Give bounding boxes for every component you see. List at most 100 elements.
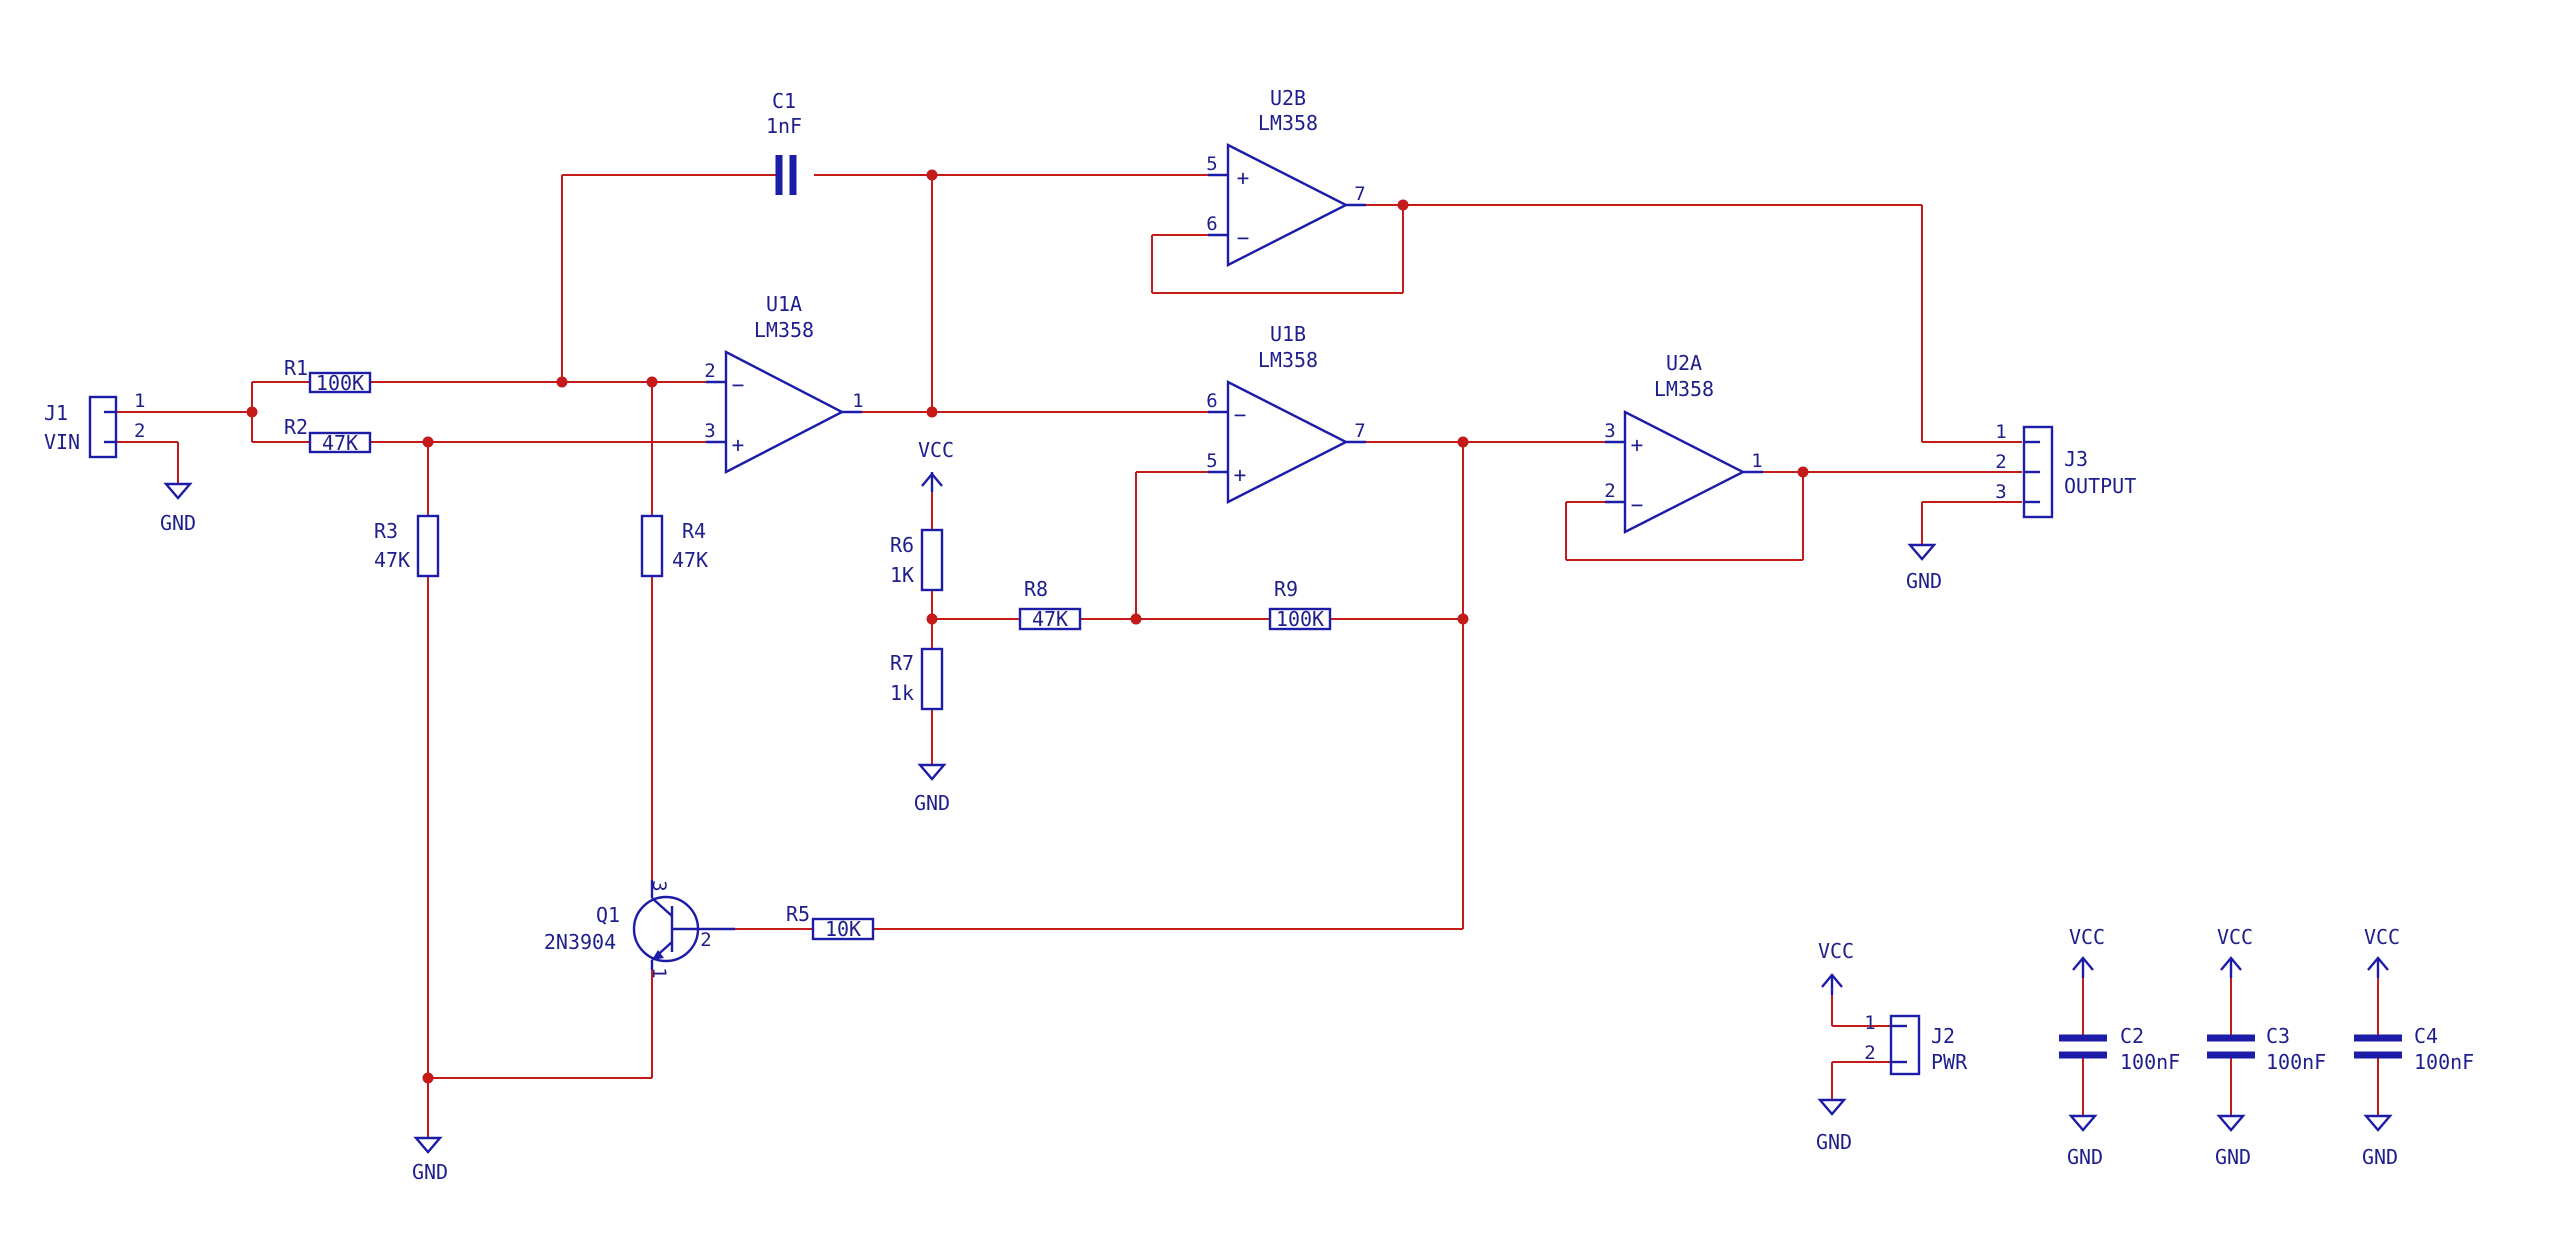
- component-value: 47K: [672, 548, 708, 572]
- gnd-symbol-j3: GND: [1906, 543, 1942, 593]
- component-value: 10K: [825, 917, 861, 941]
- vcc-symbol-r6: VCC: [918, 438, 954, 492]
- minus-sign: −: [1237, 226, 1250, 250]
- pin-number: 3: [704, 420, 715, 442]
- component-ref: J1: [44, 401, 68, 425]
- opamp-u2b[interactable]: + − 5 6 7 U2B LM358: [1206, 86, 1366, 267]
- resistor-r3[interactable]: R3 47K: [374, 514, 440, 578]
- component-value: 1nF: [766, 114, 802, 138]
- component-ref: C4: [2414, 1024, 2438, 1048]
- component-ref: C1: [772, 89, 796, 113]
- component-ref: U1A: [766, 292, 802, 316]
- pin-number: 3: [648, 880, 670, 891]
- resistor-r7[interactable]: R7 1k: [890, 647, 944, 711]
- gnd-symbol-j1: GND: [160, 482, 196, 535]
- pin-number: 5: [1206, 450, 1217, 472]
- component-value: 100K: [316, 371, 364, 395]
- component-ref: R3: [374, 519, 398, 543]
- component-value: 100K: [1276, 607, 1324, 631]
- junction-dot: [1797, 466, 1809, 478]
- plus-sign: +: [1234, 463, 1247, 487]
- minus-sign: −: [732, 373, 745, 397]
- plus-sign: +: [732, 433, 745, 457]
- junction-dot: [646, 376, 658, 388]
- pin-number: 2: [700, 929, 711, 951]
- connector-j3[interactable]: 1 2 3 J3 OUTPUT: [1995, 421, 2136, 519]
- pin-number: 1: [852, 390, 863, 412]
- component-ref: R2: [284, 415, 308, 439]
- capacitor-c1[interactable]: C1 1nF: [765, 89, 825, 195]
- vcc-symbol-c4: VCC: [2364, 925, 2400, 978]
- component-ref: U1B: [1270, 322, 1306, 346]
- pin-number: 7: [1354, 183, 1365, 205]
- net-label-gnd: GND: [1906, 569, 1942, 593]
- resistor-r8[interactable]: 47K R8: [1018, 577, 1082, 631]
- component-ref: Q1: [596, 903, 620, 927]
- pin-number: 6: [1206, 213, 1217, 235]
- component-value: 47K: [322, 431, 358, 455]
- net-label-vcc: VCC: [2069, 925, 2105, 949]
- junction-dot: [1457, 436, 1469, 448]
- gnd-symbol-c4: GND: [2362, 1114, 2398, 1169]
- pin-number: 2: [134, 420, 145, 442]
- capacitor-c3[interactable]: C3 100nF: [2207, 1024, 2326, 1074]
- vcc-symbol-c3: VCC: [2217, 925, 2253, 978]
- gnd-symbol-r3: GND: [412, 1136, 448, 1184]
- component-value: LM358: [754, 318, 814, 342]
- resistor-r9[interactable]: 100K R9: [1268, 577, 1332, 631]
- pin-number: 7: [1354, 420, 1365, 442]
- component-ref: C2: [2120, 1024, 2144, 1048]
- component-ref: U2B: [1270, 86, 1306, 110]
- net-label-gnd: GND: [2362, 1145, 2398, 1169]
- minus-sign: −: [1631, 493, 1644, 517]
- net-label-gnd: GND: [1816, 1130, 1852, 1154]
- component-value: 1K: [890, 563, 914, 587]
- component-ref: R5: [786, 902, 810, 926]
- capacitor-c2[interactable]: C2 100nF: [2059, 1024, 2180, 1074]
- component-value: 100nF: [2266, 1050, 2326, 1074]
- junction-dot: [422, 436, 434, 448]
- component-ref: R1: [284, 356, 308, 380]
- component-value: 47K: [374, 548, 410, 572]
- resistor-r5[interactable]: 10K R5: [786, 902, 875, 941]
- connector-j2[interactable]: 1 2 J2 PWR: [1864, 1012, 1968, 1076]
- net-label-gnd: GND: [160, 511, 196, 535]
- net-label-gnd: GND: [2215, 1145, 2251, 1169]
- component-ref: J2: [1931, 1024, 1955, 1048]
- plus-sign: +: [1237, 166, 1250, 190]
- resistor-r4[interactable]: R4 47K: [640, 514, 708, 578]
- component-ref: R6: [890, 533, 914, 557]
- connector-j1[interactable]: 1 2 J1 VIN: [44, 390, 146, 459]
- vcc-symbol-c2: VCC: [2069, 925, 2105, 978]
- component-value: LM358: [1258, 348, 1318, 372]
- component-value: 47K: [1032, 607, 1068, 631]
- net-label-gnd: GND: [412, 1160, 448, 1184]
- junction-dot: [926, 169, 938, 181]
- junction-dot: [246, 406, 258, 418]
- capacitor-c4[interactable]: C4 100nF: [2354, 1024, 2474, 1074]
- opamp-u1a[interactable]: − + 2 3 1 U1A LM358: [704, 292, 864, 474]
- component-value: 1k: [890, 681, 914, 705]
- transistor-q1[interactable]: 3 2 1 Q1 2N3904: [544, 880, 735, 979]
- resistor-r1[interactable]: 100K R1: [284, 356, 372, 395]
- net-label-gnd: GND: [914, 791, 950, 815]
- net-label-vcc: VCC: [1818, 939, 1854, 963]
- opamp-u1b[interactable]: − + 6 5 7 U1B LM358: [1206, 322, 1366, 504]
- pin-number: 1: [648, 967, 670, 978]
- component-value: LM358: [1258, 111, 1318, 135]
- junction-dot: [1457, 613, 1469, 625]
- resistor-r6[interactable]: R6 1K: [890, 528, 944, 592]
- vcc-symbol-j2: VCC: [1818, 939, 1854, 995]
- pin-number: 1: [1864, 1012, 1875, 1034]
- junction-dot: [926, 613, 938, 625]
- component-ref: C3: [2266, 1024, 2290, 1048]
- component-ref: R4: [682, 519, 706, 543]
- opamp-u2a[interactable]: + − 3 2 1 U2A LM358: [1604, 351, 1763, 534]
- minus-sign: −: [1234, 403, 1247, 427]
- resistor-r2[interactable]: 47K R2: [284, 415, 372, 455]
- component-ref: U2A: [1666, 351, 1702, 375]
- net-label-vcc: VCC: [918, 438, 954, 462]
- junction-dot: [1397, 199, 1409, 211]
